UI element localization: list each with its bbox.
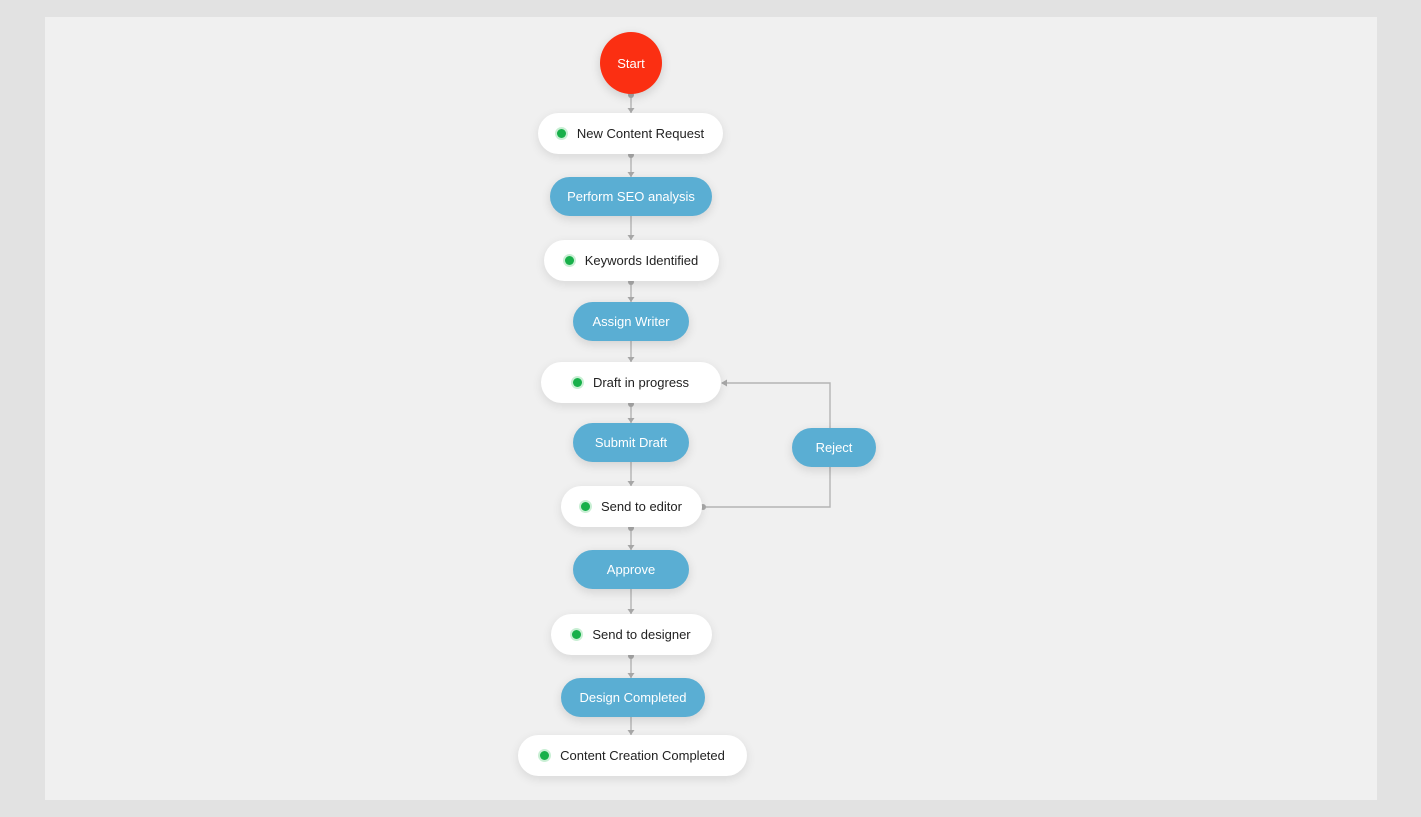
status-dot-icon (556, 129, 566, 138)
start-node[interactable]: Start (600, 32, 662, 94)
state-label: New Content Request (576, 126, 705, 141)
state-keywords-identified[interactable]: Keywords Identified (544, 240, 719, 281)
status-dot-icon (572, 378, 582, 387)
status-dot-icon (581, 502, 591, 511)
transition-assign-writer[interactable]: Assign Writer (573, 302, 689, 341)
status-dot-icon (540, 751, 550, 760)
state-label: Content Creation Completed (560, 748, 725, 763)
status-dot-icon (564, 256, 574, 265)
state-content-creation-completed[interactable]: Content Creation Completed (518, 735, 747, 776)
state-new-content-request[interactable]: New Content Request (538, 113, 723, 154)
state-label: Send to designer (592, 627, 691, 642)
state-label: Keywords Identified (584, 253, 699, 268)
transition-approve[interactable]: Approve (573, 550, 689, 589)
transition-design-completed[interactable]: Design Completed (561, 678, 705, 717)
state-label: Draft in progress (592, 375, 690, 390)
status-dot-icon (572, 630, 582, 639)
transition-submit-draft[interactable]: Submit Draft (573, 423, 689, 462)
state-send-to-editor[interactable]: Send to editor (561, 486, 702, 527)
state-draft-in-progress[interactable]: Draft in progress (541, 362, 721, 403)
transition-reject[interactable]: Reject (792, 428, 876, 467)
state-send-to-designer[interactable]: Send to designer (551, 614, 712, 655)
transition-perform-seo-analysis[interactable]: Perform SEO analysis (550, 177, 712, 216)
state-label: Send to editor (601, 499, 682, 514)
